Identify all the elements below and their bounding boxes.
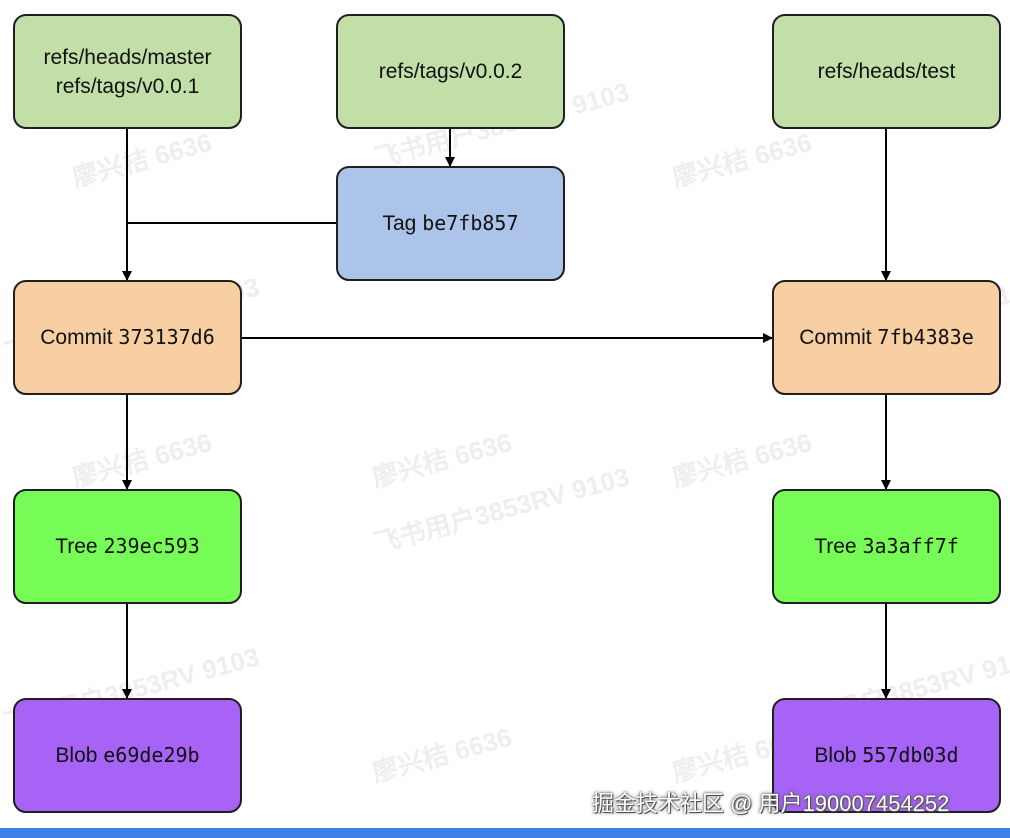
tag-object-type: Tag bbox=[382, 212, 417, 235]
commit-a-hash: 373137d6 bbox=[118, 325, 215, 349]
tag-v002-ref-label: refs/tags/v0.0.2 bbox=[378, 60, 523, 83]
blob-b-type: Blob bbox=[814, 744, 857, 767]
blob-a-node: Blob e69de29b bbox=[13, 698, 242, 813]
blob-a-hash: e69de29b bbox=[103, 743, 200, 767]
test-ref-label: refs/heads/test bbox=[817, 60, 956, 83]
tree-a-node: Tree 239ec593 bbox=[13, 489, 242, 604]
blob-b-hash: 557db03d bbox=[862, 743, 959, 767]
tag-v001-ref-label: refs/tags/v0.0.1 bbox=[55, 74, 200, 98]
tag-object-node: Tag be7fb857 bbox=[336, 166, 565, 281]
commit-b-hash: 7fb4383e bbox=[877, 325, 974, 349]
test-ref-node: refs/heads/test bbox=[772, 14, 1001, 129]
tag-v002-ref-node: refs/tags/v0.0.2 bbox=[336, 14, 565, 129]
site-credit: 掘金技术社区 @ 用户190007454252 bbox=[592, 791, 950, 816]
commit-a-node: Commit 373137d6 bbox=[13, 280, 242, 395]
tree-a-type: Tree bbox=[55, 535, 98, 558]
master-ref-node: refs/heads/master refs/tags/v0.0.1 bbox=[13, 14, 242, 129]
commit-b-type: Commit bbox=[799, 326, 872, 349]
commit-b-node: Commit 7fb4383e bbox=[772, 280, 1001, 395]
tag-object-hash: be7fb857 bbox=[422, 211, 519, 235]
blob-b-node: Blob 557db03d bbox=[772, 698, 1001, 813]
commit-a-type: Commit bbox=[40, 326, 113, 349]
tree-b-hash: 3a3aff7f bbox=[862, 534, 959, 558]
master-ref-label: refs/heads/master bbox=[43, 45, 212, 69]
tree-a-hash: 239ec593 bbox=[103, 534, 200, 558]
tree-b-type: Tree bbox=[814, 535, 857, 558]
tree-b-node: Tree 3a3aff7f bbox=[772, 489, 1001, 604]
blob-a-type: Blob bbox=[55, 744, 98, 767]
bottom-accent-bar bbox=[0, 828, 1010, 838]
